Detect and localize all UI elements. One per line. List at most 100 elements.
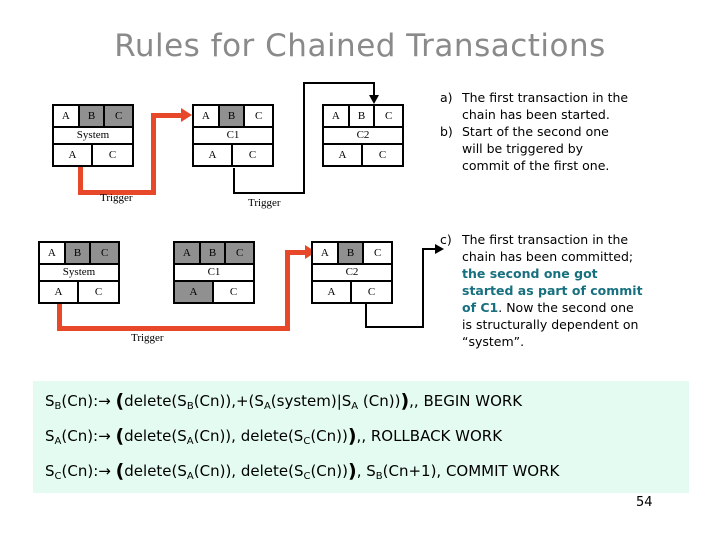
cell-a: A bbox=[40, 243, 66, 263]
note-text-b: Start of the second one will be triggere… bbox=[462, 123, 708, 174]
block-top-row: A B C bbox=[313, 243, 391, 263]
block-mid-row: System bbox=[54, 126, 132, 145]
note-marker-c: c) bbox=[440, 232, 452, 247]
f2-p2: (Cn):→ bbox=[61, 427, 116, 445]
row2-orange-connector-seg-v1 bbox=[57, 303, 62, 331]
transaction-block-system-row1[interactable]: A B C System A C bbox=[52, 104, 134, 167]
note-line: The first transaction in the bbox=[462, 232, 629, 247]
formula-panel: SB(Cn):→ (delete(SB(Cn)),+(SA(system)|SA… bbox=[33, 381, 689, 493]
f2-p5: (Cn)) bbox=[310, 427, 348, 445]
cell-c: C bbox=[245, 106, 272, 126]
page-number: 54 bbox=[636, 495, 653, 510]
block-bottom-row: A C bbox=[175, 282, 253, 302]
note-item-a: a) The first transaction in the chain ha… bbox=[440, 89, 708, 123]
trigger-label-row2: Trigger bbox=[131, 332, 164, 344]
f1-p1: S bbox=[45, 392, 55, 410]
cell-c: C bbox=[93, 145, 132, 165]
row2-black-arrowhead-icon bbox=[435, 244, 444, 254]
row2-black-connector-seg-h2 bbox=[422, 248, 436, 250]
note-highlight-of-c1: of C1 bbox=[462, 300, 499, 315]
cell-c: C bbox=[105, 106, 132, 126]
cell-b: B bbox=[65, 243, 92, 263]
note-item-c: c) The first transaction in the chain ha… bbox=[440, 231, 712, 350]
block-top-row: A B C bbox=[54, 106, 132, 126]
row2-orange-connector-seg-h2 bbox=[285, 250, 307, 255]
row1-orange-connector-seg-h2 bbox=[151, 113, 183, 118]
block-top-row: A B C bbox=[324, 106, 402, 126]
trigger-label-row1-right: Trigger bbox=[248, 197, 281, 209]
cell-a: A bbox=[54, 145, 93, 165]
f2-p3: delete(S bbox=[124, 427, 187, 445]
cell-a: A bbox=[175, 243, 201, 263]
f3-p2: (Cn):→ bbox=[61, 462, 116, 480]
transaction-block-c1-row2[interactable]: A B C C1 A C bbox=[173, 241, 255, 304]
f1-s3: A bbox=[263, 401, 271, 412]
transaction-block-c2-row1[interactable]: A B C C2 A C bbox=[322, 104, 404, 167]
note-line: The first transaction in the bbox=[462, 90, 629, 105]
f1-p7: ,, BEGIN WORK bbox=[409, 392, 523, 410]
cell-a: A bbox=[324, 145, 363, 165]
cell-c: C bbox=[226, 243, 253, 263]
row1-orange-arrowhead-icon bbox=[181, 108, 192, 122]
f2-p4: (Cn)), delete(S bbox=[193, 427, 304, 445]
note-line: is structurally dependent on bbox=[462, 317, 639, 332]
f1-p4: (Cn)),+(S bbox=[193, 392, 264, 410]
f1-p3: delete(S bbox=[124, 392, 187, 410]
f2-paren-open: ( bbox=[115, 425, 125, 447]
block-bottom-row: A C bbox=[313, 282, 391, 302]
cell-a: A bbox=[313, 243, 339, 263]
row1-orange-connector-seg-h1 bbox=[78, 190, 156, 195]
row2-black-connector-seg-v1 bbox=[365, 300, 367, 328]
formula-begin-work: SB(Cn):→ (delete(SB(Cn)),+(SA(system)|SA… bbox=[45, 390, 522, 412]
block-bottom-row: A C bbox=[40, 282, 118, 302]
f1-s1: B bbox=[54, 401, 62, 412]
note-item-b: b) Start of the second one will be trigg… bbox=[440, 123, 708, 174]
f3-s3: C bbox=[303, 471, 311, 482]
row1-orange-connector-seg-v2 bbox=[151, 113, 156, 195]
note-line: “system”. bbox=[462, 334, 525, 349]
transaction-block-c1-row1[interactable]: A B C C1 A C bbox=[192, 104, 274, 167]
transaction-block-system-row2[interactable]: A B C System A C bbox=[38, 241, 120, 304]
cell-a: A bbox=[194, 106, 220, 126]
f1-s2: B bbox=[186, 401, 194, 412]
formula-rollback-work: SA(Cn):→ (delete(SA(Cn)), delete(SC(Cn))… bbox=[45, 425, 502, 447]
f1-p2: (Cn):→ bbox=[61, 392, 116, 410]
cell-b: B bbox=[338, 243, 365, 263]
row2-orange-connector-seg-v2 bbox=[285, 250, 290, 331]
f1-s4: A bbox=[351, 401, 359, 412]
cell-c: C bbox=[352, 282, 391, 302]
row1-black-connector-seg-v1 bbox=[233, 168, 235, 194]
f2-s2: A bbox=[186, 436, 194, 447]
note-line: chain has been started. bbox=[462, 107, 610, 122]
f2-p6: ,, ROLLBACK WORK bbox=[356, 427, 503, 445]
row2-black-connector-seg-h1 bbox=[365, 326, 424, 328]
cell-name: C2 bbox=[313, 265, 391, 280]
row2-orange-connector-seg-h1 bbox=[57, 326, 290, 331]
note-line-highlight: started as part of commit bbox=[462, 283, 643, 298]
cell-c: C bbox=[375, 106, 402, 126]
row1-orange-connector-seg-v1 bbox=[78, 165, 83, 195]
f1-p6: (Cn)) bbox=[358, 392, 401, 410]
block-bottom-row: A C bbox=[194, 145, 272, 165]
cell-b: B bbox=[219, 106, 246, 126]
cell-c: C bbox=[91, 243, 118, 263]
note-text-a: The first transaction in the chain has b… bbox=[462, 89, 708, 123]
note-marker-b: b) bbox=[440, 124, 453, 139]
cell-a: A bbox=[40, 282, 79, 302]
row1-black-connector-seg-v2 bbox=[303, 82, 305, 194]
transaction-block-c2-row2[interactable]: A B C C2 A C bbox=[311, 241, 393, 304]
block-mid-row: C1 bbox=[175, 263, 253, 282]
f2-s1: A bbox=[54, 436, 62, 447]
cell-b: B bbox=[79, 106, 106, 126]
note-marker-a: a) bbox=[440, 90, 453, 105]
row2-black-connector-seg-v2 bbox=[422, 248, 424, 328]
note-text-c: The first transaction in the chain has b… bbox=[462, 231, 712, 350]
f3-p1: S bbox=[45, 462, 55, 480]
f3-p4: (Cn)), delete(S bbox=[193, 462, 304, 480]
block-top-row: A B C bbox=[175, 243, 253, 263]
f3-p5: (Cn)) bbox=[310, 462, 348, 480]
note-line: chain has been committed; bbox=[462, 249, 634, 264]
formula-commit-work: SC(Cn):→ (delete(SA(Cn)), delete(SC(Cn))… bbox=[45, 460, 559, 482]
block-bottom-row: A C bbox=[324, 145, 402, 165]
